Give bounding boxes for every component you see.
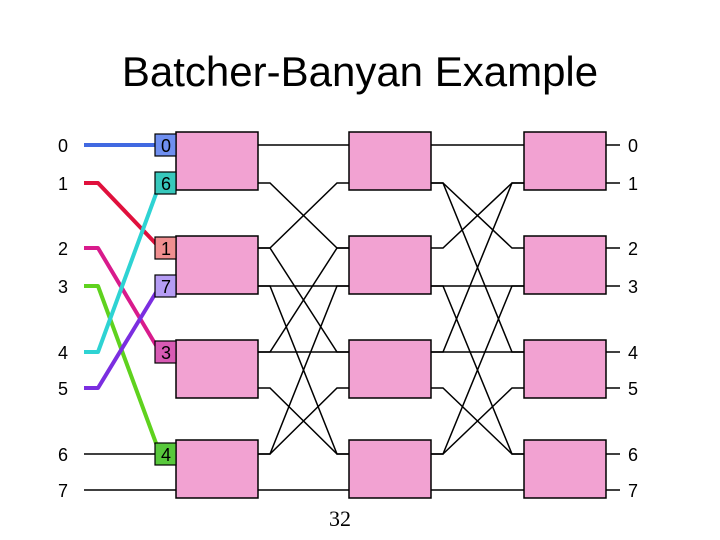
switch-s1-r1 <box>348 235 432 295</box>
switch-s1-r0 <box>348 131 432 191</box>
stage2-cross-2 <box>431 182 524 353</box>
cell-label-4: 3 <box>161 343 171 363</box>
cell-box-5 <box>154 442 177 466</box>
path-cyan <box>84 181 176 354</box>
switch-s1-r2 <box>348 339 432 399</box>
output-label-1: 1 <box>628 174 638 194</box>
switch-s0-r3 <box>175 439 259 499</box>
slide-title: Batcher-Banyan Example <box>121 48 599 95</box>
output-label-2: 2 <box>628 239 638 259</box>
output-label-3: 3 <box>628 277 638 297</box>
stage2-wire-6 <box>431 387 524 455</box>
stage2-wire-2 <box>431 182 524 249</box>
cell-label-0: 0 <box>161 136 171 156</box>
cell-label-2: 1 <box>161 239 171 259</box>
output-label-7: 7 <box>628 481 638 501</box>
switch-s0-r2 <box>175 339 259 399</box>
path-green <box>84 284 176 456</box>
output-label-6: 6 <box>628 445 638 465</box>
input-label-5: 5 <box>58 379 68 399</box>
stage1-wire-2 <box>258 182 349 249</box>
input-label-3: 3 <box>58 277 68 297</box>
stage2-cross-3 <box>431 285 524 455</box>
cell-label-5: 4 <box>161 445 171 465</box>
input-label-4: 4 <box>58 343 68 363</box>
input-label-1: 1 <box>58 174 68 194</box>
input-label-6: 6 <box>58 445 68 465</box>
input-port-labels: 0 1 2 3 4 5 6 7 <box>58 136 68 501</box>
cell-box-4 <box>154 340 177 364</box>
output-label-4: 4 <box>628 343 638 363</box>
internal-wires <box>84 144 620 491</box>
output-port-labels: 0 1 2 3 4 5 6 7 <box>628 136 638 501</box>
switch-elements <box>175 131 607 499</box>
switch-s2-r2 <box>523 339 607 399</box>
stage1-cross-2 <box>258 247 349 353</box>
cell-box-3 <box>154 274 177 298</box>
stage1-cross-3 <box>258 285 349 455</box>
stage1-wire-6 <box>258 387 349 455</box>
switch-s2-r0 <box>523 131 607 191</box>
output-label-5: 5 <box>628 379 638 399</box>
switch-s2-r3 <box>523 439 607 499</box>
cell-label-3: 7 <box>161 277 171 297</box>
cell-box-2 <box>154 236 177 260</box>
input-label-2: 2 <box>58 239 68 259</box>
switch-s2-r1 <box>523 235 607 295</box>
output-label-0: 0 <box>628 136 638 156</box>
switch-s1-r3 <box>348 439 432 499</box>
switch-s0-r1 <box>175 235 259 295</box>
cell-label-1: 6 <box>161 174 171 194</box>
switch-s0-r0 <box>175 131 259 191</box>
input-label-0: 0 <box>58 136 68 156</box>
cell-labels: 0 6 1 7 3 4 <box>154 133 177 466</box>
input-label-7: 7 <box>58 481 68 501</box>
cell-box-1 <box>154 171 177 195</box>
cell-box-0 <box>154 133 177 157</box>
page-number: 32 <box>329 506 351 531</box>
